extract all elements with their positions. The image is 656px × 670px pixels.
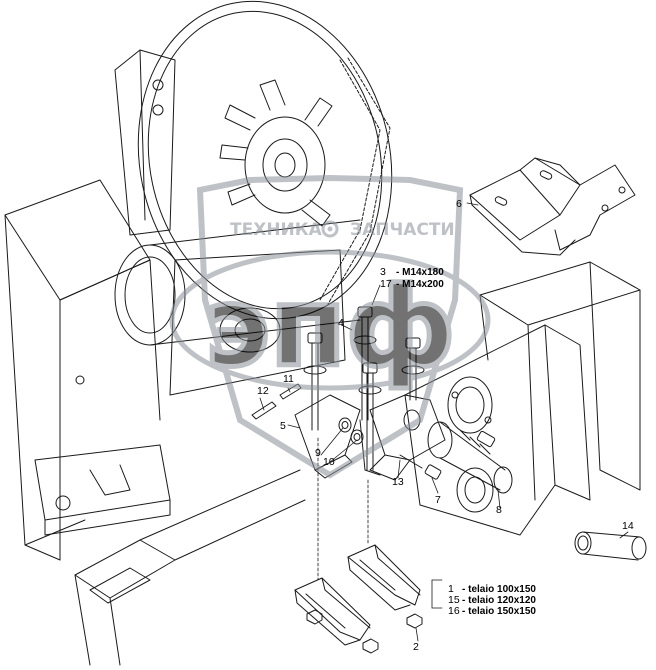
part-8-shaft [427,421,513,494]
callout-labels: 6 3 - M14x180 17 - M14x200 4 12 11 5 9 1… [257,198,634,653]
callout-8: 8 [496,504,502,516]
clamp-bracket-lower [294,577,371,646]
callout-14: 14 [622,520,634,532]
gear-icon [321,220,339,238]
part-6-bracket [469,157,636,256]
callout-13: 13 [392,476,404,488]
callout-16: 16 [448,605,460,617]
square-tube-rail [74,469,306,666]
washers-9-10 [338,417,364,445]
bolt-c [401,337,425,401]
bolt-a [353,306,377,421]
callout-6: 6 [456,198,462,210]
callout-17: 17 [380,278,392,290]
bolt-group-m14 [303,306,425,471]
mounting-plate-right [404,324,591,536]
watermark-text-right: ЗАПЧАСТИ [350,220,455,240]
callout-1: 1 [448,583,454,595]
watermark-text-left: ТЕХНИКА [230,220,323,240]
spec-telaio-1: - telaio 100x150 [462,584,536,595]
spec-telaio-15: - telaio 120x120 [462,595,536,606]
watermark-logo: эпф ТЕХНИКА ЗАПЧАСТИ [169,174,491,479]
callout-4: 4 [338,317,344,329]
nuts-2 [306,609,423,654]
spec-bolt-long: - M14x200 [396,279,444,290]
watermark-logo-letters: эпф [205,263,455,391]
callout-10: 10 [323,456,335,468]
leader-lines [259,202,629,642]
callout-7: 7 [435,494,441,506]
callout-12: 12 [257,385,269,397]
mounting-bracket-lower-left [34,444,171,536]
part-7-bolt [399,430,496,480]
spec-bolt-short: - M14x180 [396,267,444,278]
clamp-bracket-upper [347,544,421,611]
callout-3: 3 [380,266,386,278]
callout-15: 15 [448,594,460,606]
part-14-sleeve [574,531,647,561]
callout-5: 5 [280,420,286,432]
spec-telaio-16: - telaio 150x150 [462,606,536,617]
callout-9: 9 [315,447,321,459]
callout-11: 11 [283,373,294,385]
frame-rail-left [4,179,161,561]
flywheel-support-arm [114,49,176,236]
frame-beam-right [479,261,641,501]
callout-2: 2 [413,641,419,653]
